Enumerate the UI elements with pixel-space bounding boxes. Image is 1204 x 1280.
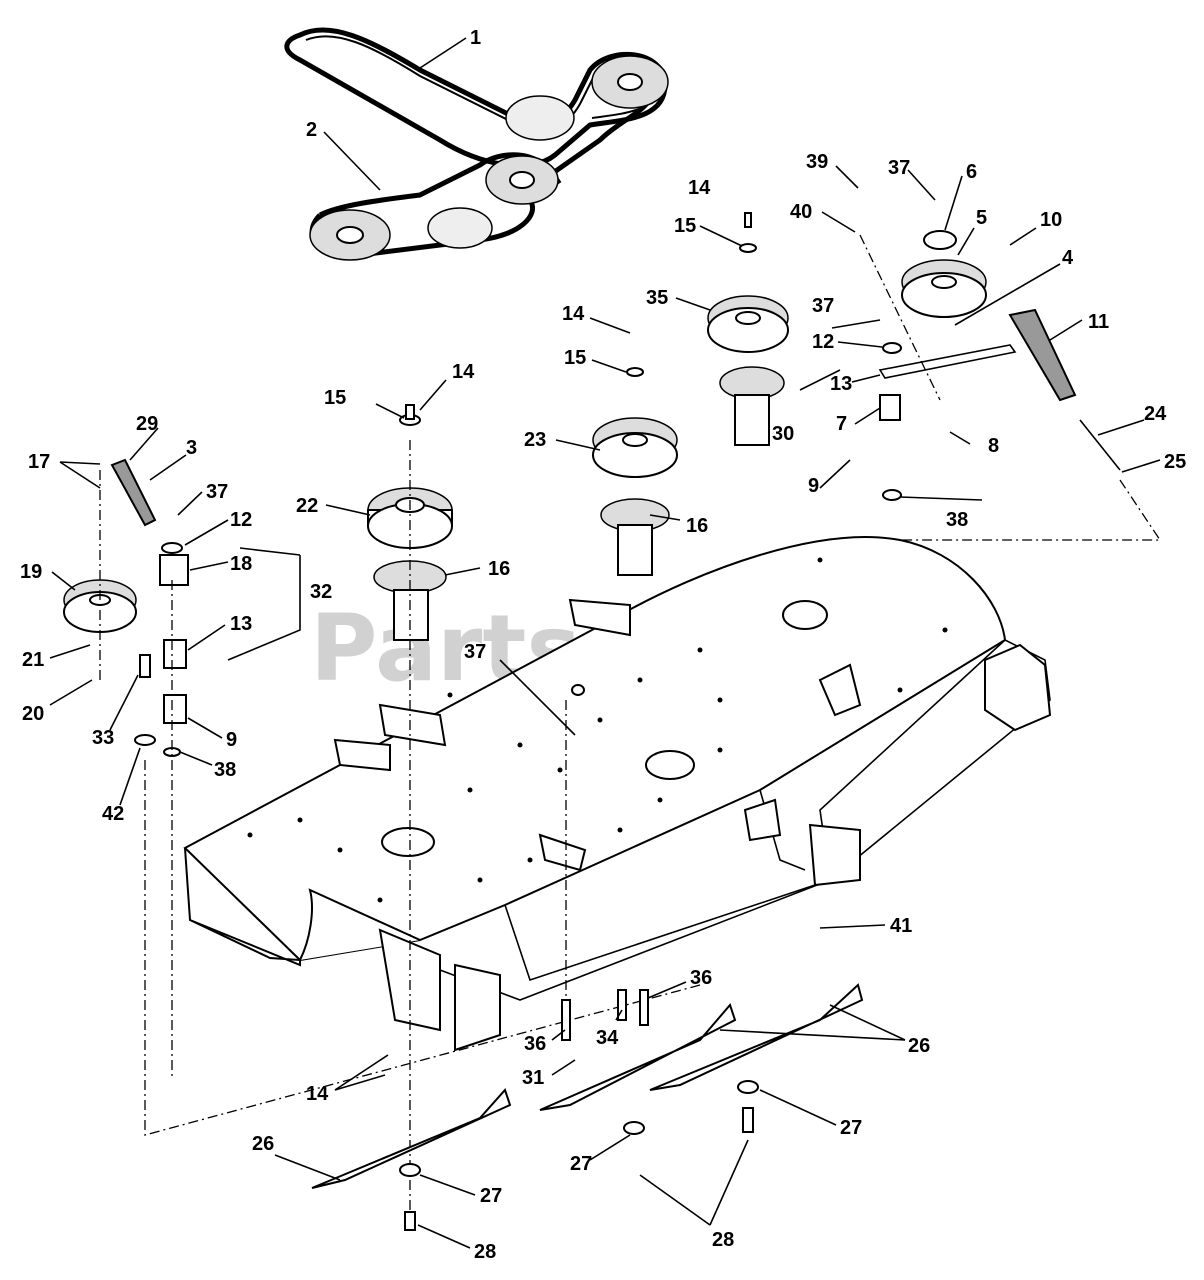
callout: 14	[452, 361, 475, 383]
callout: 7	[836, 413, 847, 435]
callout: 27	[570, 1153, 592, 1175]
drive-belts	[284, 27, 669, 261]
callout: 9	[226, 729, 237, 751]
callout: 22	[296, 495, 318, 517]
callout: 21	[22, 649, 44, 671]
callout: 35	[646, 287, 668, 309]
callout: 15	[324, 387, 346, 409]
callout: 28	[712, 1229, 734, 1251]
callout: 36	[524, 1033, 546, 1055]
callouts: 1 2 39 37 6 14 40 5 10 15 4 35 37 11 14 …	[20, 27, 1186, 1263]
callout: 11	[1088, 311, 1109, 333]
callout: 17	[28, 451, 50, 473]
callout: 37	[464, 641, 486, 663]
blade-right	[649, 983, 864, 1091]
blade-left	[311, 1088, 512, 1189]
callout: 34	[596, 1027, 619, 1049]
callout: 15	[674, 215, 696, 237]
callout: 9	[808, 475, 819, 497]
idler-right	[859, 230, 1162, 541]
callout: 36	[690, 967, 712, 989]
callout: 12	[812, 331, 834, 353]
callout: 40	[790, 201, 812, 223]
callout: 8	[988, 435, 999, 457]
callout: 13	[830, 373, 852, 395]
callout: 1	[470, 27, 481, 49]
pulley-belt-4	[427, 207, 493, 249]
callout: 2	[306, 119, 317, 141]
callout: 37	[206, 481, 228, 503]
pulley-belt-2	[505, 95, 575, 141]
callout: 16	[686, 515, 708, 537]
callout: 38	[946, 509, 968, 531]
callout: 18	[230, 553, 252, 575]
callout: 26	[908, 1035, 930, 1057]
callout: 12	[230, 509, 252, 531]
callout: 15	[564, 347, 586, 369]
callout: 19	[20, 561, 42, 583]
right-spindle	[565, 212, 789, 1010]
callout: 23	[524, 429, 546, 451]
callout: 27	[840, 1117, 862, 1139]
callout: 16	[488, 558, 510, 580]
callout: 37	[888, 157, 910, 179]
idler-left	[63, 458, 701, 1136]
callout: 20	[22, 703, 44, 725]
callout: 29	[136, 413, 158, 435]
callout: 4	[1062, 247, 1074, 269]
blade-center	[539, 1003, 737, 1111]
callout: 33	[92, 727, 114, 749]
callout: 41	[890, 915, 912, 937]
blades	[311, 983, 864, 1231]
callout: 10	[1040, 209, 1062, 231]
callout: 31	[522, 1067, 544, 1089]
callout: 14	[562, 303, 585, 325]
callout: 3	[186, 437, 197, 459]
callout: 14	[306, 1083, 329, 1105]
leader-lines	[49, 37, 1161, 1249]
callout: 28	[474, 1241, 496, 1263]
callout: 26	[252, 1133, 274, 1155]
callout: 37	[812, 295, 834, 317]
callout: 30	[772, 423, 794, 445]
callout: 27	[480, 1185, 502, 1207]
callout: 13	[230, 613, 252, 635]
callout: 39	[806, 151, 828, 173]
callout: 14	[688, 177, 711, 199]
callout: 38	[214, 759, 236, 781]
callout: 25	[1164, 451, 1186, 473]
callout: 6	[966, 161, 977, 183]
callout: 5	[976, 207, 987, 229]
callout: 32	[310, 581, 332, 603]
center-spindle	[367, 404, 453, 1230]
callout: 42	[102, 803, 124, 825]
callout: 24	[1144, 403, 1167, 425]
